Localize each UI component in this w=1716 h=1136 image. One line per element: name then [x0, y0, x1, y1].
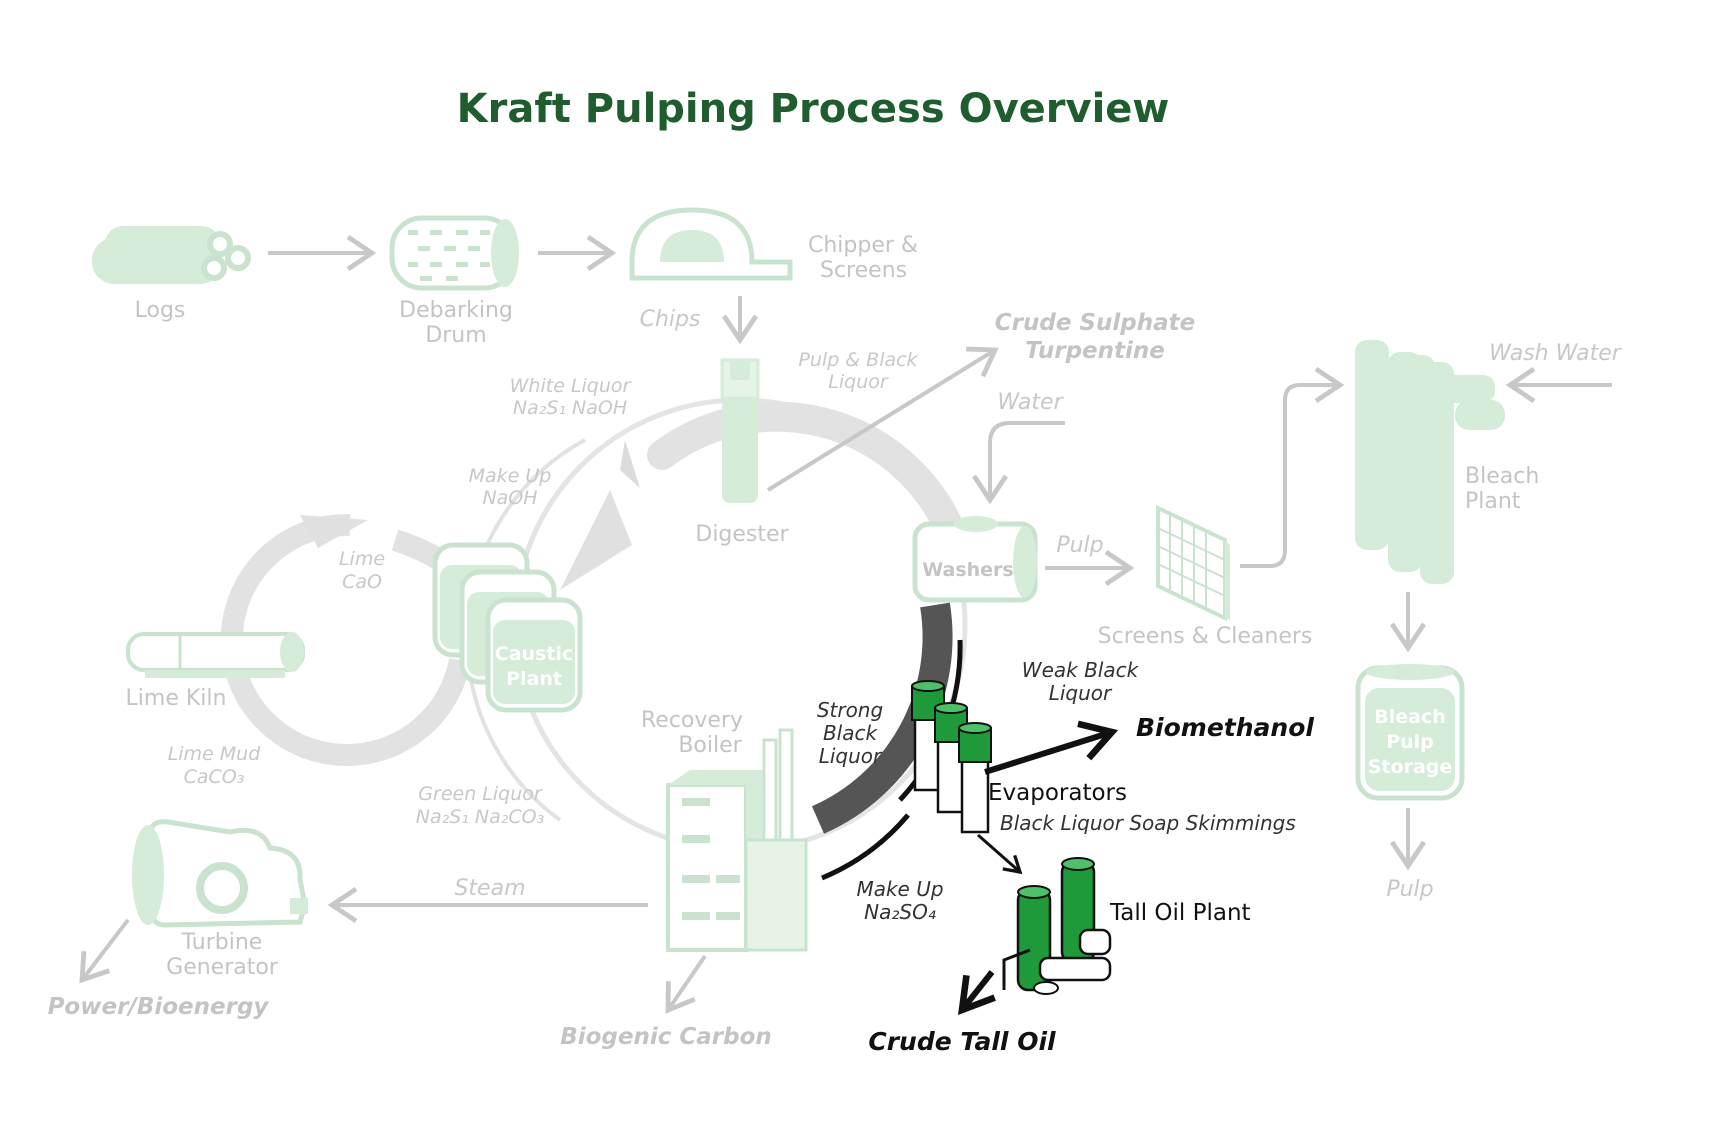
green-liquor-label-1: Green Liquor [418, 783, 543, 805]
arrow-evap-talloil [977, 833, 1023, 875]
screens-cleaners-label: Screens & Cleaners [1098, 624, 1313, 649]
makeup-na2so4-label-1: Make Up [856, 877, 943, 901]
debarking-label-1: Debarking [399, 298, 513, 323]
caustic-plant-icon [432, 542, 583, 713]
power-label: Power/Bioenergy [48, 994, 270, 1020]
chipper-label-1: Chipper & [808, 233, 918, 258]
makeup-naoh-label-1: Make Up [469, 465, 552, 487]
bleach-storage-label-1: Bleach [1374, 706, 1446, 728]
chipper-icon [629, 207, 793, 281]
arrow-biomethanol [984, 720, 1119, 775]
tall-oil-plant-label: Tall Oil Plant [1109, 900, 1251, 926]
debarking-drum-icon [389, 215, 519, 291]
arrow-crude-tall-oil [958, 970, 996, 1016]
arrow-biogenic [665, 954, 707, 1014]
washers-label: Washers [922, 559, 1014, 581]
recovery-boiler-icon [666, 728, 808, 952]
water-label: Water [997, 390, 1064, 415]
bleach-storage-label-3: Storage [1368, 756, 1453, 778]
arrow-caustic-digester [560, 490, 632, 590]
washers-icon [912, 516, 1038, 603]
lime-mud-label-2: CaCO₃ [184, 766, 245, 788]
digester-label: Digester [695, 522, 789, 547]
page-title: Kraft Pulping Process Overview [457, 86, 1170, 132]
makeup-na2so4-label-2: Na₂SO₄ [864, 900, 936, 924]
arrow-cycle-head [620, 440, 640, 488]
recovery-label-1: Recovery [641, 708, 743, 733]
lime-kiln-icon [126, 632, 305, 678]
soap-skimmings-label: Black Liquor Soap Skimmings [1000, 811, 1296, 835]
wash-water-label: Wash Water [1489, 341, 1623, 366]
strong-black-label-3: Liquor [819, 744, 883, 768]
lime-mud-label-1: Lime Mud [168, 743, 262, 765]
pulp-label-1: Pulp [1056, 533, 1103, 558]
arrow-water-washers [972, 421, 1065, 505]
caustic-label-2: Plant [506, 668, 562, 690]
strong-black-label-1: Strong [817, 698, 883, 722]
chips-label: Chips [640, 307, 701, 332]
makeup-naoh-label-2: NaOH [482, 487, 537, 509]
screens-icon [1156, 504, 1230, 622]
green-liquor-label-2: Na₂S₁ Na₂CO₃ [416, 806, 545, 828]
white-liquor-label-2: Na₂S₁ NaOH [513, 397, 627, 419]
bleach-plant-icon [1355, 340, 1505, 584]
crude-tall-oil-label: Crude Tall Oil [868, 1027, 1056, 1056]
turbine-generator-icon [132, 819, 308, 928]
turbine-label-2: Generator [166, 955, 279, 980]
pulp-black-label-2: Liquor [828, 371, 889, 393]
steam-label: Steam [454, 876, 525, 901]
biogenic-carbon-label: Biogenic Carbon [560, 1024, 772, 1050]
lime-label-1: Lime [339, 548, 385, 570]
digester-icon [720, 358, 760, 503]
lime-kiln-label: Lime Kiln [126, 686, 227, 711]
pulp-label-2: Pulp [1386, 877, 1433, 902]
arrow-screens-bleach [1240, 367, 1345, 568]
evaporators-icon [911, 680, 992, 834]
pulp-black-label-1: Pulp & Black [798, 349, 918, 371]
arrow-turpentine [766, 346, 999, 492]
bleach-storage-icon [1355, 664, 1465, 801]
chipper-label-2: Screens [820, 258, 907, 283]
turbine-label-1: Turbine [181, 930, 263, 955]
turpentine-label-1: Crude Sulphate [995, 310, 1195, 336]
arrow-power [79, 918, 130, 984]
weak-black-label-2: Liquor [1049, 681, 1113, 705]
bleach-storage-label-2: Pulp [1386, 731, 1434, 753]
recovery-label-2: Boiler [678, 733, 742, 758]
biomethanol-label: Biomethanol [1136, 713, 1314, 742]
bleach-plant-label-1: Bleach [1465, 464, 1539, 489]
tall-oil-plant-icon [1002, 857, 1112, 995]
turpentine-label-2: Turpentine [1025, 338, 1165, 364]
weak-black-label-1: Weak Black [1022, 658, 1140, 682]
evaporators-label: Evaporators [988, 780, 1127, 806]
strong-black-label-2: Black [823, 721, 879, 745]
lime-label-2: CaO [342, 571, 382, 593]
caustic-label-1: Caustic [495, 643, 573, 665]
bleach-plant-label-2: Plant [1465, 489, 1521, 514]
debarking-label-2: Drum [425, 323, 486, 348]
logs-icon [92, 226, 251, 284]
logs-label: Logs [135, 298, 186, 323]
white-liquor-label-1: White Liquor [510, 375, 632, 397]
